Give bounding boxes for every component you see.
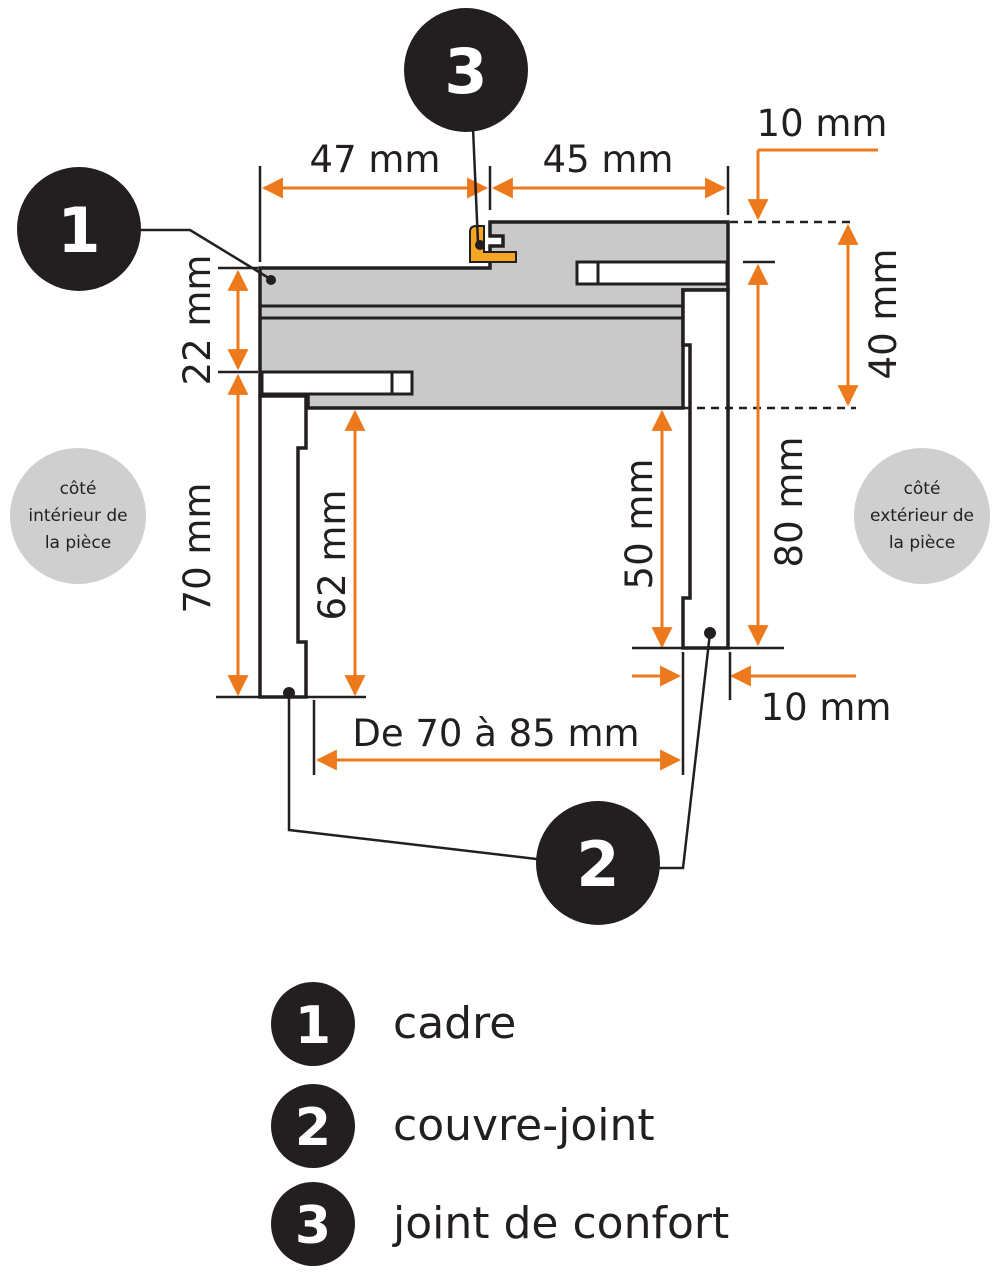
dim-10-bottom: 10 mm [761,686,892,729]
interior-side-marker: côté intérieur de la pièce [10,448,146,584]
legend-label-2: couvre-joint [393,1100,655,1151]
dimension-labels: 47 mm 45 mm 10 mm 10 mm De 70 à 85 mm 22… [176,102,905,755]
outer-cover-strip [681,288,730,650]
legend: 1 cadre 2 couvre-joint 3 joint de confor… [271,982,729,1266]
exterior-side-marker: côté extérieur de la pièce [854,448,990,584]
comfort-seal [469,225,517,263]
exterior-side-line1: côté [904,479,941,499]
legend-item-3: 3 joint de confort [271,1182,729,1266]
svg-text:1: 1 [57,194,100,267]
svg-text:2: 2 [576,828,619,901]
frame-profile [258,220,730,410]
frame-slot-left [260,370,414,396]
badge-1: 1 [17,167,141,291]
svg-text:1: 1 [295,996,331,1056]
legend-item-2: 2 couvre-joint [271,1084,655,1168]
interior-side-line3: la pièce [45,533,111,553]
dim-10-top: 10 mm [757,102,888,145]
badge-3: 3 [404,8,528,132]
dim-62: 62 mm [311,490,354,621]
exterior-side-line3: la pièce [889,533,955,553]
dim-45: 45 mm [543,138,674,181]
inner-cover-strip [258,394,308,699]
svg-text:3: 3 [444,35,487,108]
exterior-side-line2: extérieur de [870,506,974,526]
dim-80: 80 mm [768,437,811,568]
interior-side-line1: côté [60,479,97,499]
legend-label-3: joint de confort [392,1198,729,1249]
svg-text:3: 3 [295,1196,331,1256]
legend-label-1: cadre [393,998,516,1049]
dim-47: 47 mm [310,138,441,181]
dim-40: 40 mm [862,249,905,380]
legend-item-1: 1 cadre [271,982,516,1066]
dim-50: 50 mm [618,459,661,590]
interior-side-line2: intérieur de [28,506,127,526]
dim-22: 22 mm [176,255,219,386]
leader-lines [140,127,716,870]
badge-2: 2 [536,801,660,925]
dim-range: De 70 à 85 mm [352,712,639,755]
dim-70: 70 mm [176,483,219,614]
frame-slot-right [575,260,729,286]
svg-text:2: 2 [295,1098,331,1158]
